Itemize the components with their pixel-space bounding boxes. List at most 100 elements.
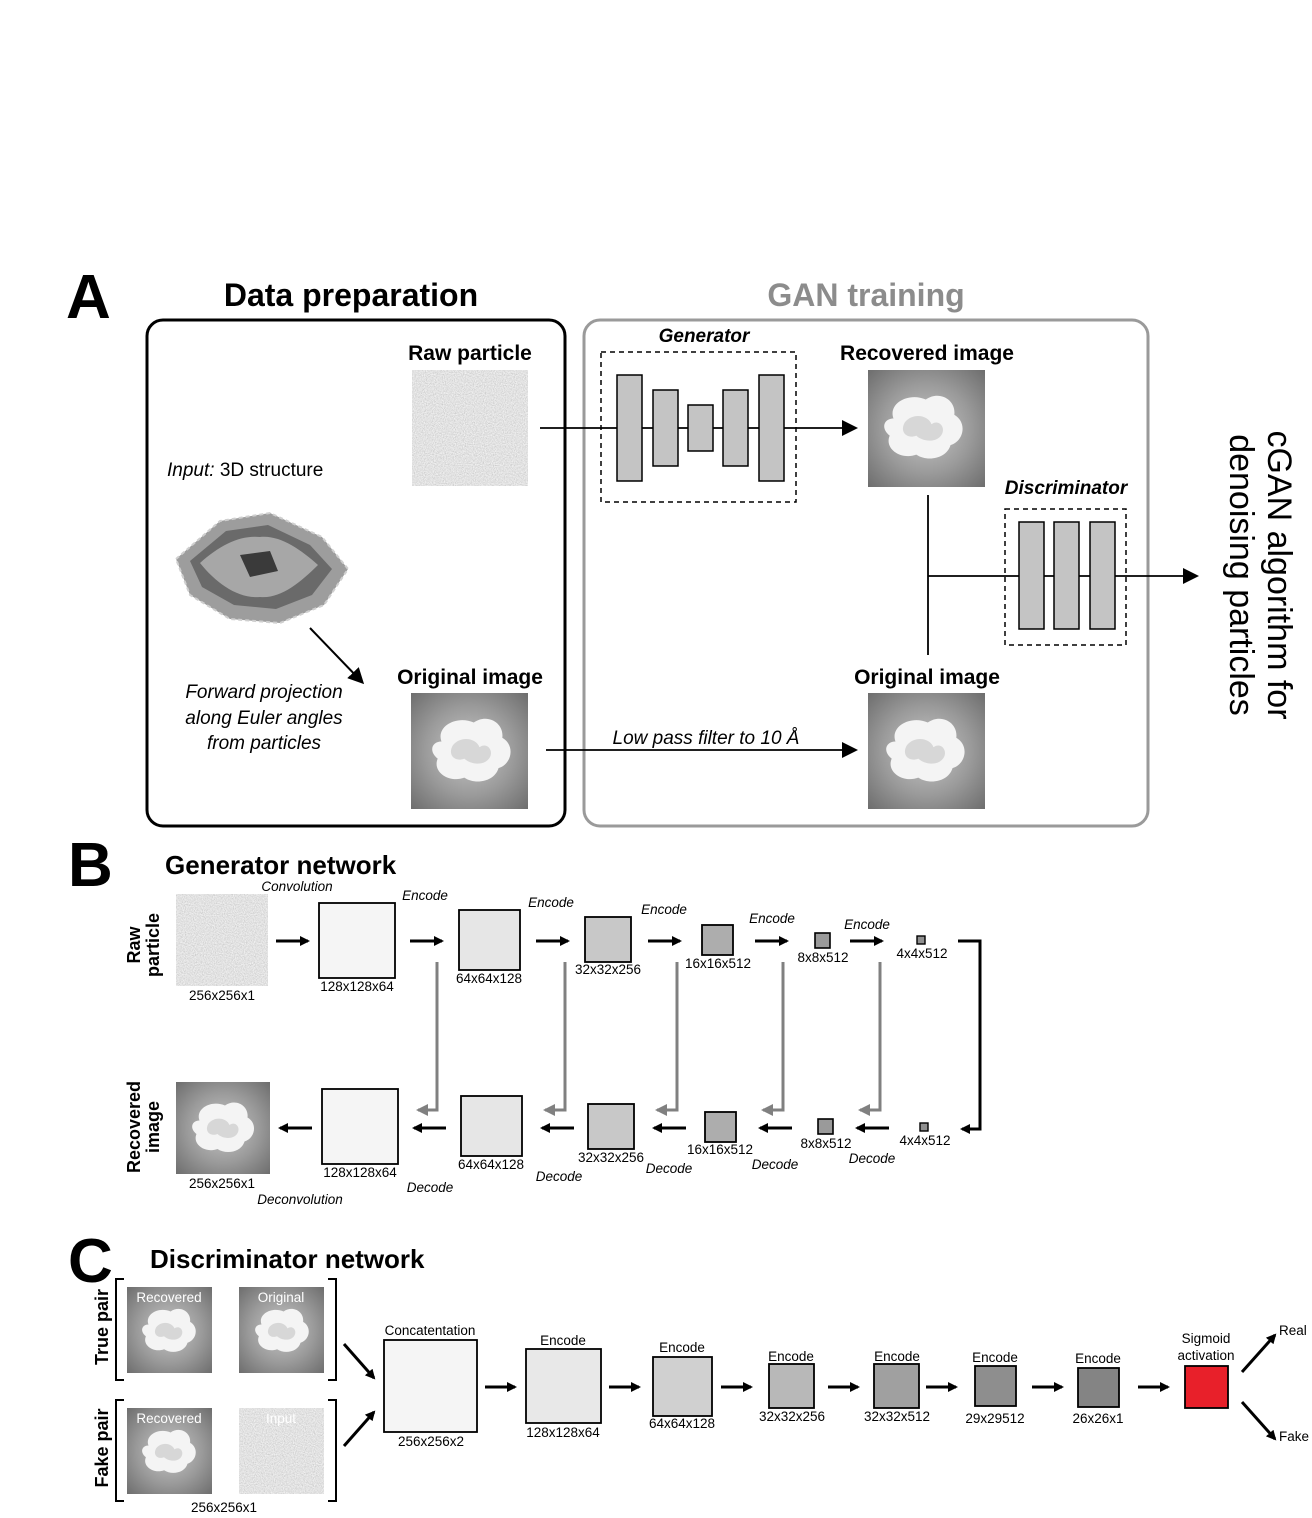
c-real-arrow: [1240, 1333, 1277, 1373]
c-input-label: Input: [266, 1411, 296, 1426]
c-pair-size: 256x256x1: [191, 1500, 257, 1515]
raw-particle-image: [412, 370, 528, 486]
discriminator-box: [1004, 508, 1127, 646]
c-recovered-label-1: Recovered: [136, 1290, 201, 1305]
generator-label: Generator: [659, 326, 751, 347]
b-encode-label-2: Encode: [528, 895, 574, 910]
generator-layer-3: [687, 404, 714, 452]
original-image-left: [411, 693, 528, 809]
b-dec-size-1: 128x128x64: [323, 1165, 397, 1180]
b-bottleneck-connector: [958, 939, 982, 1134]
b-enc-size-2: 64x64x128: [456, 971, 522, 986]
rec-side-line1: Recovered: [124, 1081, 144, 1173]
fake-pair-bracket-left: [115, 1399, 124, 1502]
c-encode-label-3: Encode: [768, 1349, 814, 1364]
c-size-5: 29x29512: [965, 1411, 1024, 1426]
generator-layer-4: [722, 389, 749, 467]
generator-layer-2: [652, 389, 679, 467]
forward-projection-line3: from particles: [207, 733, 322, 754]
panel-a-letter: A: [66, 263, 111, 332]
b-skip-1: [416, 962, 439, 1116]
b-dec-block-3: [587, 1103, 635, 1150]
side-title-group: cGAN algorithm for denoising particles: [1222, 430, 1298, 719]
recovered-image-a: [868, 370, 985, 487]
fake-pair-bracket-right: [328, 1399, 337, 1502]
c-block-2: [652, 1356, 713, 1417]
c-recovered-image-1: [127, 1287, 212, 1373]
c-original-image: [239, 1287, 324, 1373]
b-dec-size-5: 8x8x512: [800, 1136, 851, 1151]
c-input-image: [239, 1408, 324, 1494]
b-convolution-label: Convolution: [261, 879, 332, 894]
b-dec-size-3: 32x32x256: [578, 1150, 644, 1165]
gan-training-box: [582, 318, 1150, 828]
b-dec-block-5: [817, 1118, 834, 1135]
c-size-0: 256x256x2: [398, 1434, 464, 1449]
side-title-line1: cGAN algorithm for: [1260, 430, 1298, 719]
3d-structure-image: [174, 511, 350, 625]
c-encode-label-1: Encode: [540, 1333, 586, 1348]
b-skip-3: [655, 962, 679, 1116]
raw-side-line1: Raw: [124, 925, 144, 963]
c-sigmoid-box: [1184, 1365, 1229, 1409]
discriminator-layer-2: [1053, 521, 1080, 630]
b-raw-particle-image: [176, 894, 268, 986]
c-block-5: [974, 1365, 1017, 1407]
b-enc-block-5: [814, 932, 831, 949]
c-block-3: [768, 1363, 815, 1409]
panel-b-letter: B: [68, 831, 113, 900]
c-size-6: 26x26x1: [1072, 1411, 1123, 1426]
b-enc-block-6: [916, 935, 926, 945]
low-pass-label: Low pass filter to 10 Å: [613, 728, 800, 749]
generator-box: [600, 351, 797, 503]
c-size-1: 128x128x64: [526, 1425, 600, 1440]
original-image-right: [868, 693, 985, 809]
b-enc-size-6: 4x4x512: [896, 946, 947, 961]
b-enc-size-1: 128x128x64: [320, 979, 394, 994]
generator-layer-5: [758, 374, 785, 482]
c-true-pair-arrow: [342, 1343, 376, 1380]
c-encode-label-6: Encode: [1075, 1351, 1121, 1366]
c-sigmoid-line2: activation: [1177, 1348, 1234, 1363]
b-enc-size-3: 32x32x256: [575, 962, 641, 977]
c-encode-label-2: Encode: [659, 1340, 705, 1355]
b-enc-block-2: [458, 909, 521, 971]
discriminator-layer-3: [1089, 521, 1116, 630]
b-enc-size-5: 8x8x512: [797, 950, 848, 965]
recovered-side-group: Recovered image: [124, 1081, 163, 1173]
b-dec-block-1: [321, 1088, 399, 1165]
c-original-label: Original: [258, 1290, 305, 1305]
c-block-4: [873, 1363, 920, 1409]
b-decode-label-4: Decode: [752, 1157, 799, 1172]
c-size-2: 64x64x128: [649, 1416, 715, 1431]
fake-pair-label: Fake pair: [92, 1408, 112, 1487]
input-prefix: Input:: [167, 460, 215, 481]
raw-side-line2: particle: [143, 913, 163, 977]
b-enc-block-3: [584, 916, 632, 963]
b-decode-label-5: Decode: [849, 1151, 896, 1166]
c-recovered-image-2: [127, 1408, 212, 1494]
true-pair-side-group: True pair: [92, 1289, 112, 1365]
b-encode-label-3: Encode: [641, 902, 687, 917]
panel-c-letter: C: [68, 1227, 113, 1296]
b-skip-2: [543, 962, 567, 1116]
raw-particle-label: Raw particle: [408, 342, 532, 365]
c-concat-label: Concatentation: [385, 1323, 476, 1338]
b-dec-block-2: [460, 1095, 523, 1157]
c-size-4: 32x32x512: [864, 1409, 930, 1424]
b-deconvolution-label: Deconvolution: [257, 1192, 343, 1207]
b-skip-5: [858, 962, 882, 1116]
original-image-left-label: Original image: [397, 666, 543, 689]
projection-arrow: [309, 627, 365, 685]
c-encode-label-4: Encode: [874, 1349, 920, 1364]
recovered-image-label: Recovered image: [840, 342, 1014, 365]
c-sigmoid-line1: Sigmoid: [1182, 1331, 1231, 1346]
forward-projection-line1: Forward projection: [185, 682, 342, 703]
raw-particle-side-group: Raw particle: [124, 913, 163, 977]
input-suffix: 3D structure: [215, 460, 324, 481]
c-block-1: [525, 1348, 602, 1424]
generator-network-title: Generator network: [165, 850, 397, 880]
b-dec-size-2: 64x64x128: [458, 1157, 524, 1172]
original-image-right-label: Original image: [854, 666, 1000, 689]
